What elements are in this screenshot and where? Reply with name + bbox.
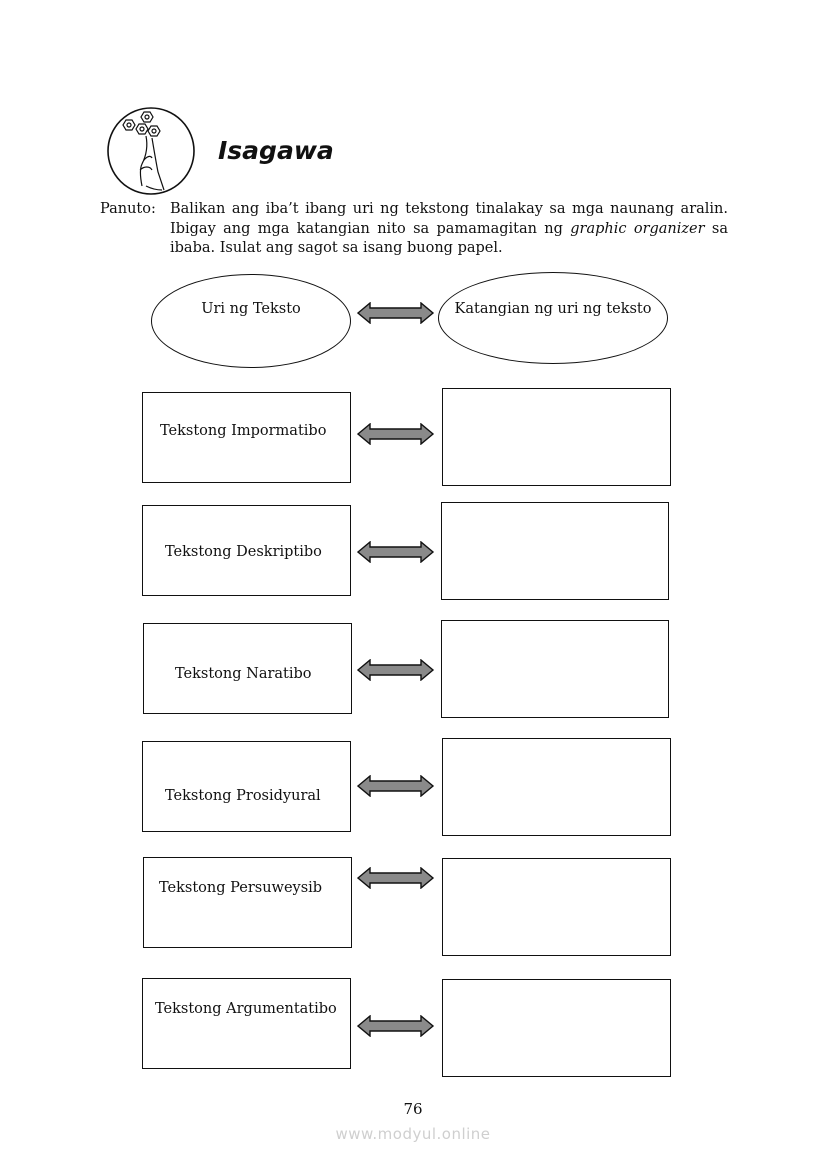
page-number: 76: [403, 1100, 423, 1118]
instructions-emphasis: graphic organizer: [570, 220, 705, 237]
double-arrow-icon: [357, 867, 434, 889]
type-box: Tekstong Impormatibo: [142, 392, 351, 483]
header-oval-label: Katangian ng uri ng teksto: [454, 301, 652, 317]
double-arrow-icon: [357, 302, 434, 324]
double-arrow-icon: [357, 423, 434, 445]
answer-box[interactable]: [442, 738, 671, 836]
watermark: www.modyul.online: [335, 1125, 491, 1143]
answer-box[interactable]: [442, 979, 671, 1077]
double-arrow-icon: [357, 775, 434, 797]
double-arrow-icon: [357, 541, 434, 563]
answer-box[interactable]: [441, 620, 669, 718]
instructions-text: Balikan ang iba’t ibang uri ng tekstong …: [170, 200, 728, 259]
double-arrow-icon: [357, 659, 434, 681]
header-oval-uri: Uri ng Teksto: [151, 274, 351, 368]
header-oval-katangian: Katangian ng uri ng teksto: [438, 272, 668, 364]
type-label: Tekstong Argumentatibo: [155, 1001, 337, 1017]
type-label: Tekstong Naratibo: [175, 666, 312, 682]
type-box: Tekstong Deskriptibo: [142, 505, 351, 596]
instructions-label: Panuto:: [100, 201, 156, 217]
type-box: Tekstong Prosidyural: [142, 741, 351, 832]
type-box: Tekstong Argumentatibo: [142, 978, 351, 1069]
type-label: Tekstong Impormatibo: [160, 423, 327, 439]
answer-box[interactable]: [442, 388, 671, 486]
type-label: Tekstong Deskriptibo: [165, 544, 322, 560]
header-oval-label: Uri ng Teksto: [201, 301, 301, 317]
page-title: Isagawa: [218, 136, 334, 165]
hand-holding-gears-icon: [107, 107, 195, 195]
answer-box[interactable]: [441, 502, 669, 600]
type-label: Tekstong Prosidyural: [165, 788, 321, 804]
double-arrow-icon: [357, 1015, 434, 1037]
instructions-text-part: Balikan ang iba’t ibang uri ng tekstong …: [170, 201, 728, 237]
type-box: Tekstong Persuweysib: [143, 857, 352, 948]
type-box: Tekstong Naratibo: [143, 623, 352, 714]
answer-box[interactable]: [442, 858, 671, 956]
type-label: Tekstong Persuweysib: [159, 880, 323, 896]
instructions-text-part: sa ibaba. Isulat ang sagot sa isang buon…: [170, 220, 728, 257]
